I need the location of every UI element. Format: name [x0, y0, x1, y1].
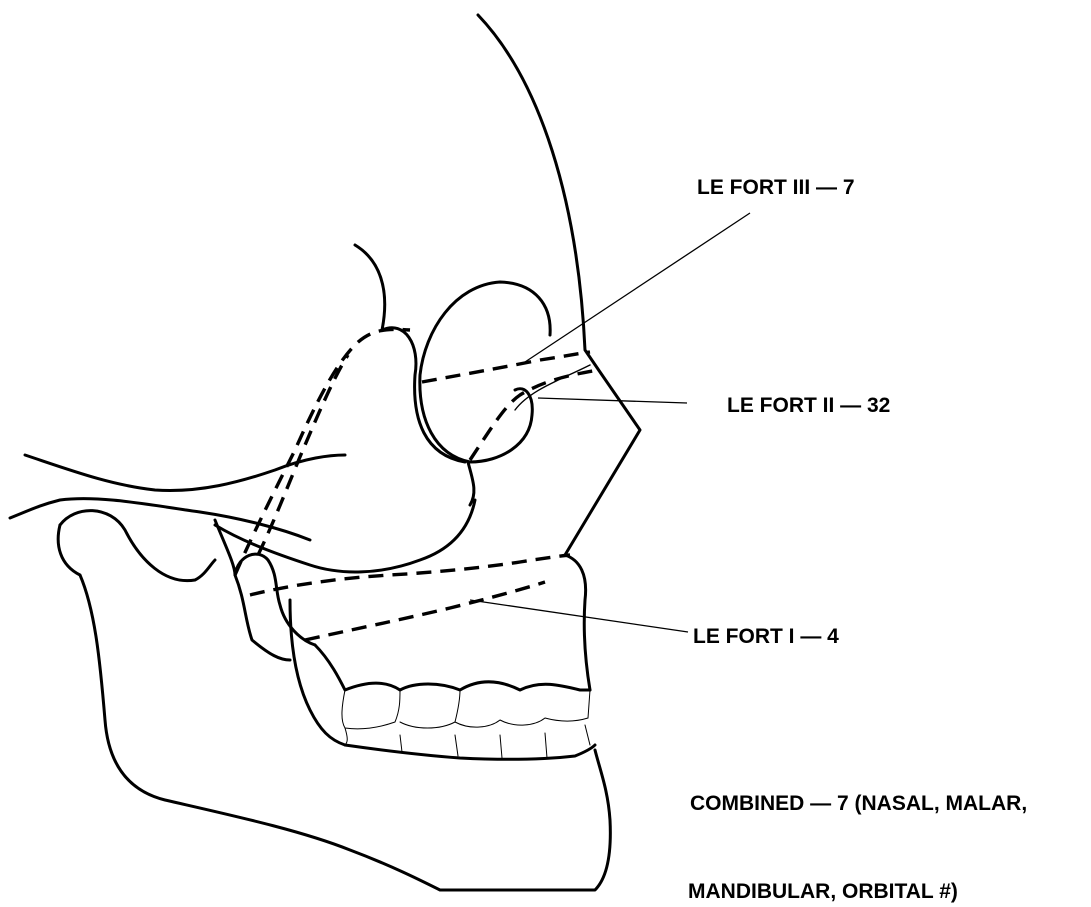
- orbit-floor-line: [468, 462, 474, 505]
- le-fort-iii-label: LE FORT III — 7: [697, 176, 855, 199]
- le-fort-ii-label: LE FORT II — 32: [727, 394, 890, 417]
- le-fort-i-label: LE FORT I — 4: [693, 625, 839, 648]
- lower-teeth-outline: [345, 745, 595, 759]
- upper-teeth-outline: [315, 645, 590, 690]
- zygomatic-process-outline: [355, 245, 465, 462]
- le-fort-i-leader: [470, 600, 688, 632]
- pterygoid-outline: [235, 554, 315, 645]
- orbit-lower-rim: [470, 389, 532, 462]
- le-fort-iii-fracture-line: [235, 329, 410, 575]
- combined-label-line1: COMBINED — 7 (NASAL, MALAR,: [690, 792, 1027, 815]
- le-fort-iii-leader: [525, 213, 750, 362]
- le-fort-i-fracture-lower: [305, 582, 545, 640]
- condyle-outline: [60, 511, 215, 581]
- forehead-profile-line: [478, 15, 640, 555]
- maxilla-front-outline: [565, 555, 590, 690]
- upper-teeth-detail: [342, 690, 590, 729]
- combined-label-line2: MANDIBULAR, ORBITAL #): [688, 880, 958, 903]
- zygomatic-arch-lower: [10, 499, 310, 540]
- le-fort-ii-fracture-orbit: [470, 370, 598, 460]
- cheek-contour: [215, 500, 475, 572]
- lower-teeth-detail: [345, 725, 590, 758]
- nasal-bone-line: [515, 365, 590, 410]
- le-fort-ii-leader: [538, 398, 687, 403]
